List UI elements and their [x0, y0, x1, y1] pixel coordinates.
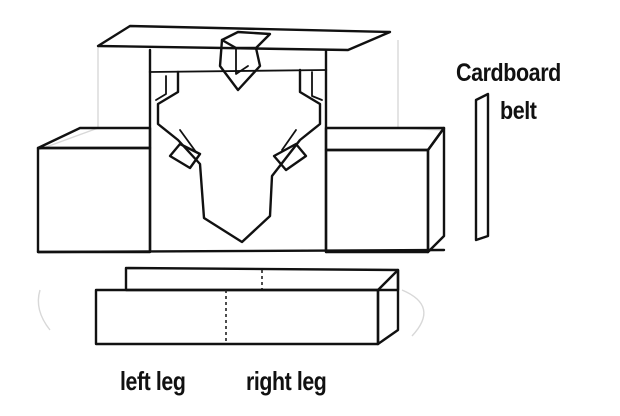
- legs-front-panel: [96, 290, 378, 344]
- chest-right-strap: [312, 72, 322, 100]
- right-box-top: [326, 128, 444, 150]
- chest-plate: [158, 70, 320, 242]
- left-box-front: [38, 148, 150, 252]
- cardboard-belt-label-line2: belt: [500, 99, 537, 124]
- cardboard-belt-label-line1: Cardboard: [456, 61, 561, 86]
- right-box-front: [326, 150, 428, 252]
- left-box-top: [38, 128, 150, 148]
- right-shoulder-box: [326, 128, 444, 252]
- neck-top: [222, 32, 270, 48]
- top-lid-outline: [98, 26, 390, 50]
- tab-left: [170, 144, 200, 168]
- right-leg-label: right leg: [246, 368, 326, 394]
- left-leg-label: left leg: [120, 368, 185, 394]
- faint-guide-leg-right: [402, 290, 424, 336]
- cardboard-belt-strip: [476, 94, 488, 240]
- legs-side-panel: [378, 270, 398, 344]
- faint-guides: [38, 40, 442, 336]
- left-shoulder-box: [38, 128, 150, 252]
- legs-piece: [96, 268, 398, 344]
- chest-left-strap: [156, 76, 166, 100]
- neck-piece: [220, 32, 270, 90]
- belt-outline: [476, 94, 488, 240]
- faint-guide-leg-left: [38, 290, 50, 330]
- faint-guide-right: [398, 40, 442, 130]
- right-box-side: [428, 128, 444, 252]
